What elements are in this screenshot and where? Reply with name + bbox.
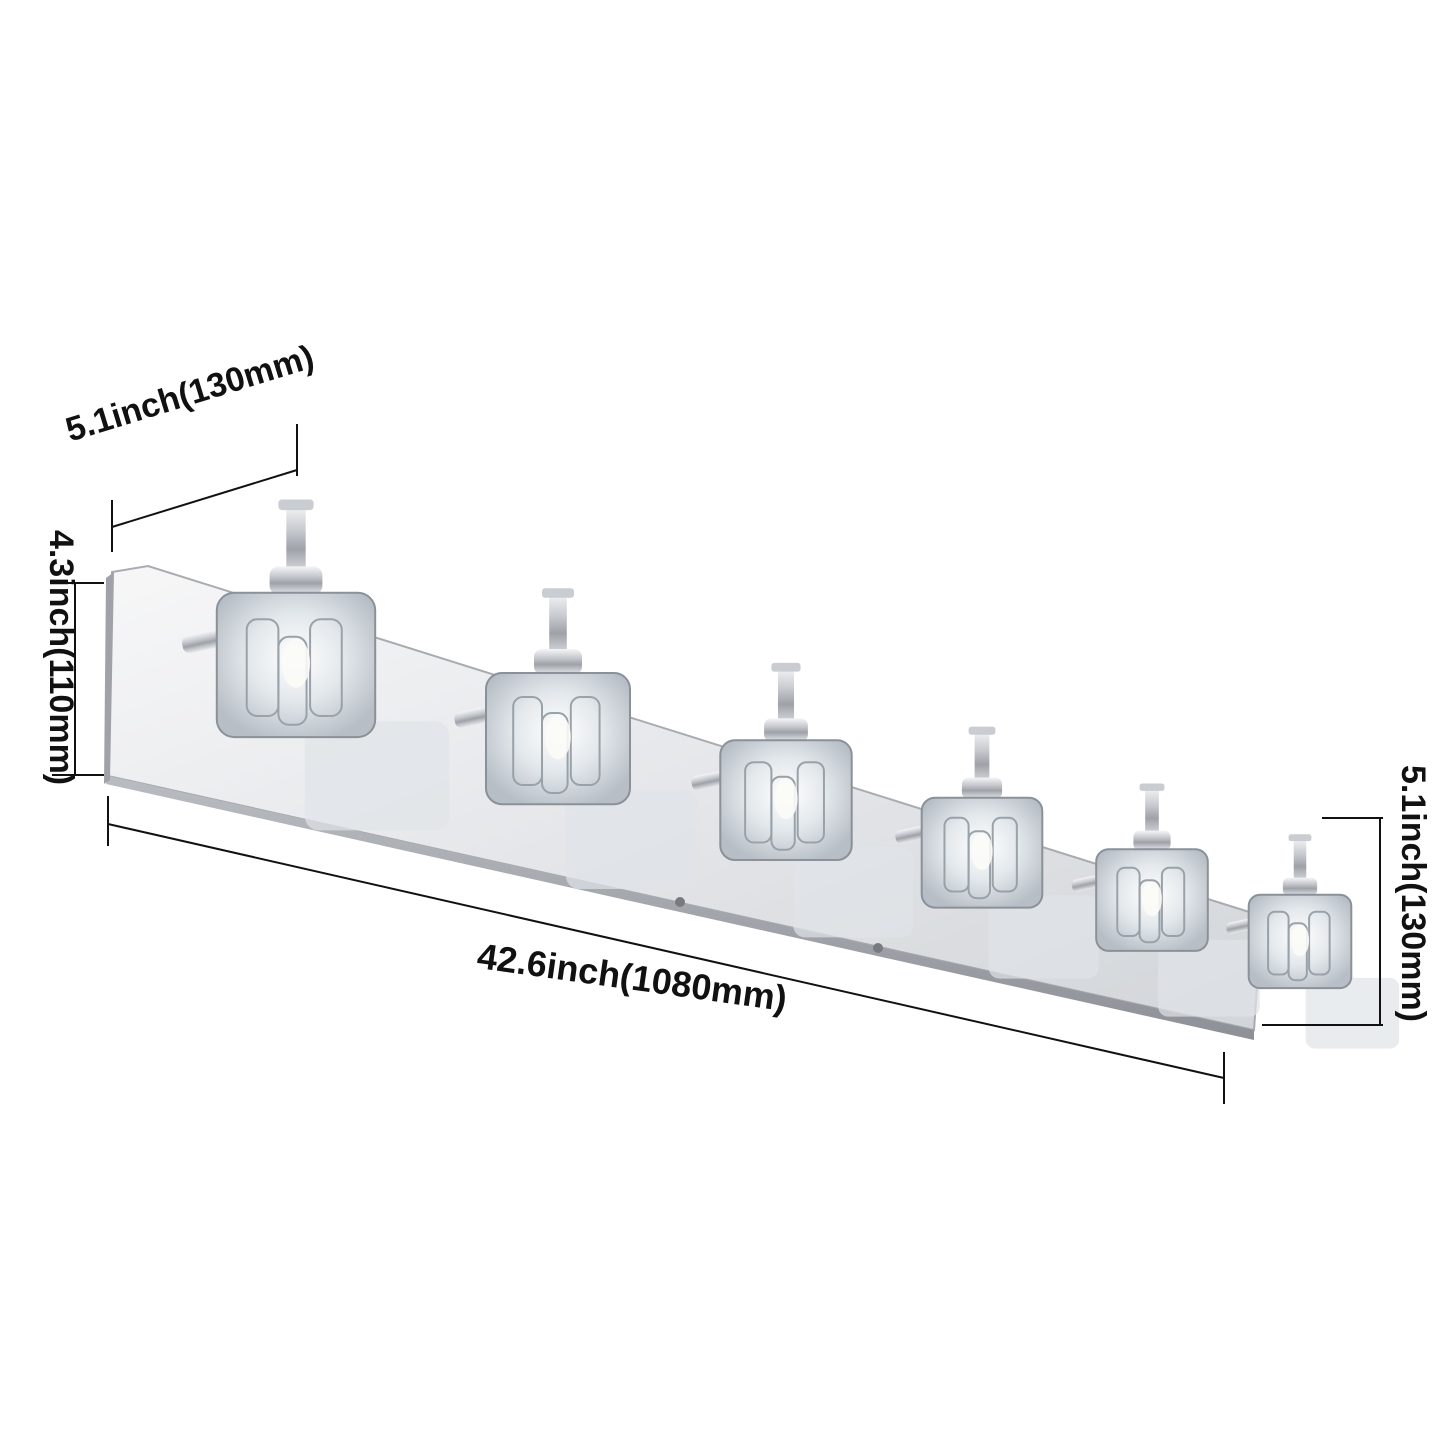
- mounting-screw: [675, 897, 685, 907]
- bulb: [971, 832, 993, 871]
- light-head: [691, 662, 914, 938]
- glass-facet: [991, 816, 1018, 893]
- bulb: [1142, 881, 1162, 917]
- glass-reflection: [988, 895, 1099, 979]
- fixture-height-label: 5.1inch(130mm): [1394, 765, 1432, 1022]
- light-head: [181, 499, 450, 831]
- glass-reflection: [793, 846, 914, 938]
- glass-facet: [569, 696, 601, 786]
- chrome-stem: [974, 730, 990, 787]
- bulb: [545, 714, 571, 760]
- width-dimension-line: [107, 823, 1225, 1079]
- stem-cap: [1288, 834, 1312, 842]
- backplate-height-label: 4.3inch(110mm): [42, 530, 80, 786]
- stem-cap: [771, 662, 801, 672]
- stem-cap: [968, 726, 996, 735]
- chrome-collar: [764, 718, 808, 742]
- glass-facet: [1287, 922, 1308, 982]
- glass-facet: [309, 618, 343, 718]
- mounting-screw: [873, 943, 883, 953]
- chrome-collar: [1133, 830, 1171, 851]
- glass-reflection: [566, 789, 698, 889]
- stem-cap: [542, 588, 574, 598]
- light-head: [454, 588, 698, 889]
- glass-reflection: [1305, 977, 1400, 1049]
- glass-facet: [277, 635, 308, 726]
- light-head: [895, 726, 1099, 979]
- glass-facet: [541, 712, 569, 794]
- bulb: [774, 778, 798, 820]
- glass-facet: [796, 761, 825, 844]
- stem-cap: [278, 499, 314, 511]
- glass-facet: [1138, 879, 1161, 944]
- glass-facet: [967, 830, 992, 900]
- stem-cap: [1139, 783, 1165, 791]
- bulb: [281, 638, 311, 688]
- dimension-lines: [52, 424, 1383, 1104]
- glass-facet: [1160, 866, 1186, 937]
- glass-reflection: [304, 721, 450, 831]
- chrome-collar: [534, 649, 582, 675]
- chrome-stem: [777, 667, 795, 729]
- chrome-stem: [286, 504, 306, 579]
- chrome-collar: [961, 777, 1003, 800]
- light-head: [1226, 834, 1400, 1049]
- chrome-stem: [1145, 787, 1159, 840]
- bulb: [1290, 924, 1310, 957]
- chrome-collar: [269, 566, 323, 595]
- depth-dimension-line: [111, 469, 298, 528]
- light-head: [1071, 783, 1260, 1017]
- glass-facet: [1308, 910, 1331, 976]
- glass-reflection: [1158, 939, 1260, 1017]
- chrome-stem: [549, 593, 567, 661]
- chrome-stem: [1293, 837, 1307, 886]
- glass-facet: [770, 775, 796, 851]
- chrome-collar: [1282, 877, 1318, 896]
- light-heads: [181, 499, 1400, 1049]
